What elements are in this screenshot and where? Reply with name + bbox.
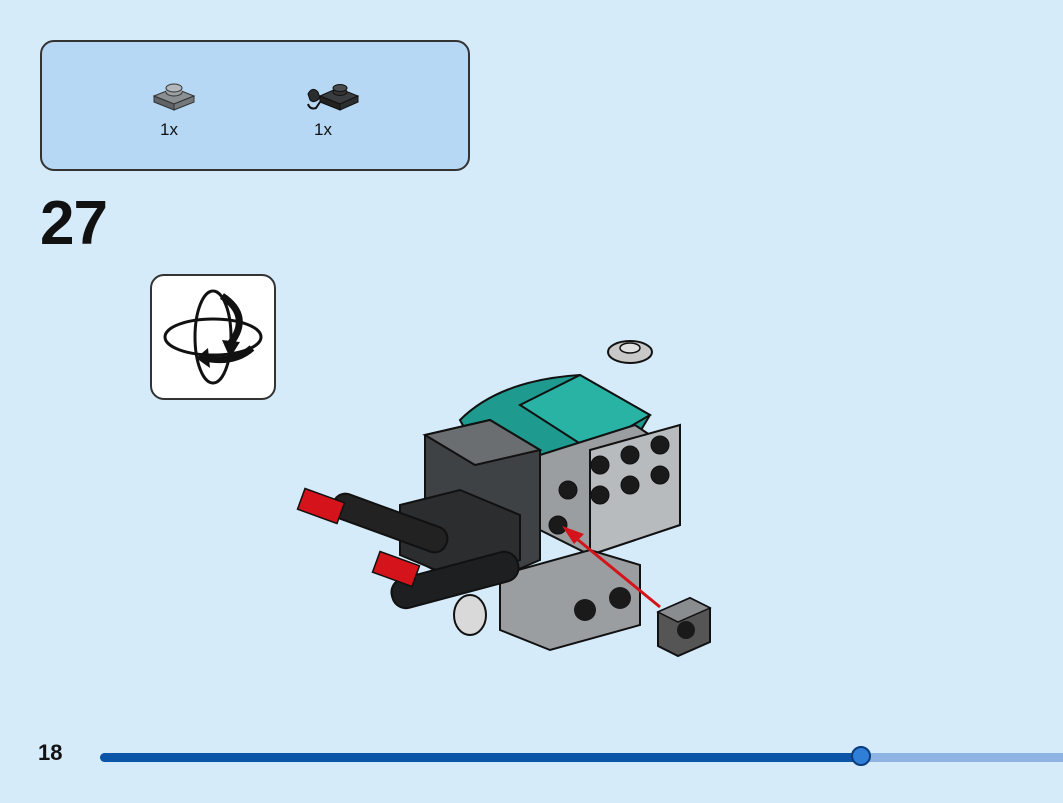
page-number: 18: [38, 740, 63, 765]
step-number: 27: [40, 189, 108, 258]
grey-round-plate-1x1-icon: [152, 83, 196, 111]
partial-build-model-illustration: [296, 340, 712, 658]
black-plate-with-clip-icon: [307, 84, 360, 111]
progress-handle: [850, 746, 871, 766]
progress-bar: [100, 746, 1063, 766]
parts-callout: 1x 1x: [40, 40, 470, 171]
model-illustration: [290, 330, 730, 670]
rotate-indicator: [150, 274, 276, 400]
part-item: 1x: [148, 80, 218, 150]
part-quantity: 1x: [160, 120, 178, 139]
part-quantity: 1x: [314, 120, 332, 139]
part-item: 1x: [302, 80, 372, 150]
progress-fill: [100, 753, 861, 762]
rotate-model-icon: [163, 289, 263, 385]
